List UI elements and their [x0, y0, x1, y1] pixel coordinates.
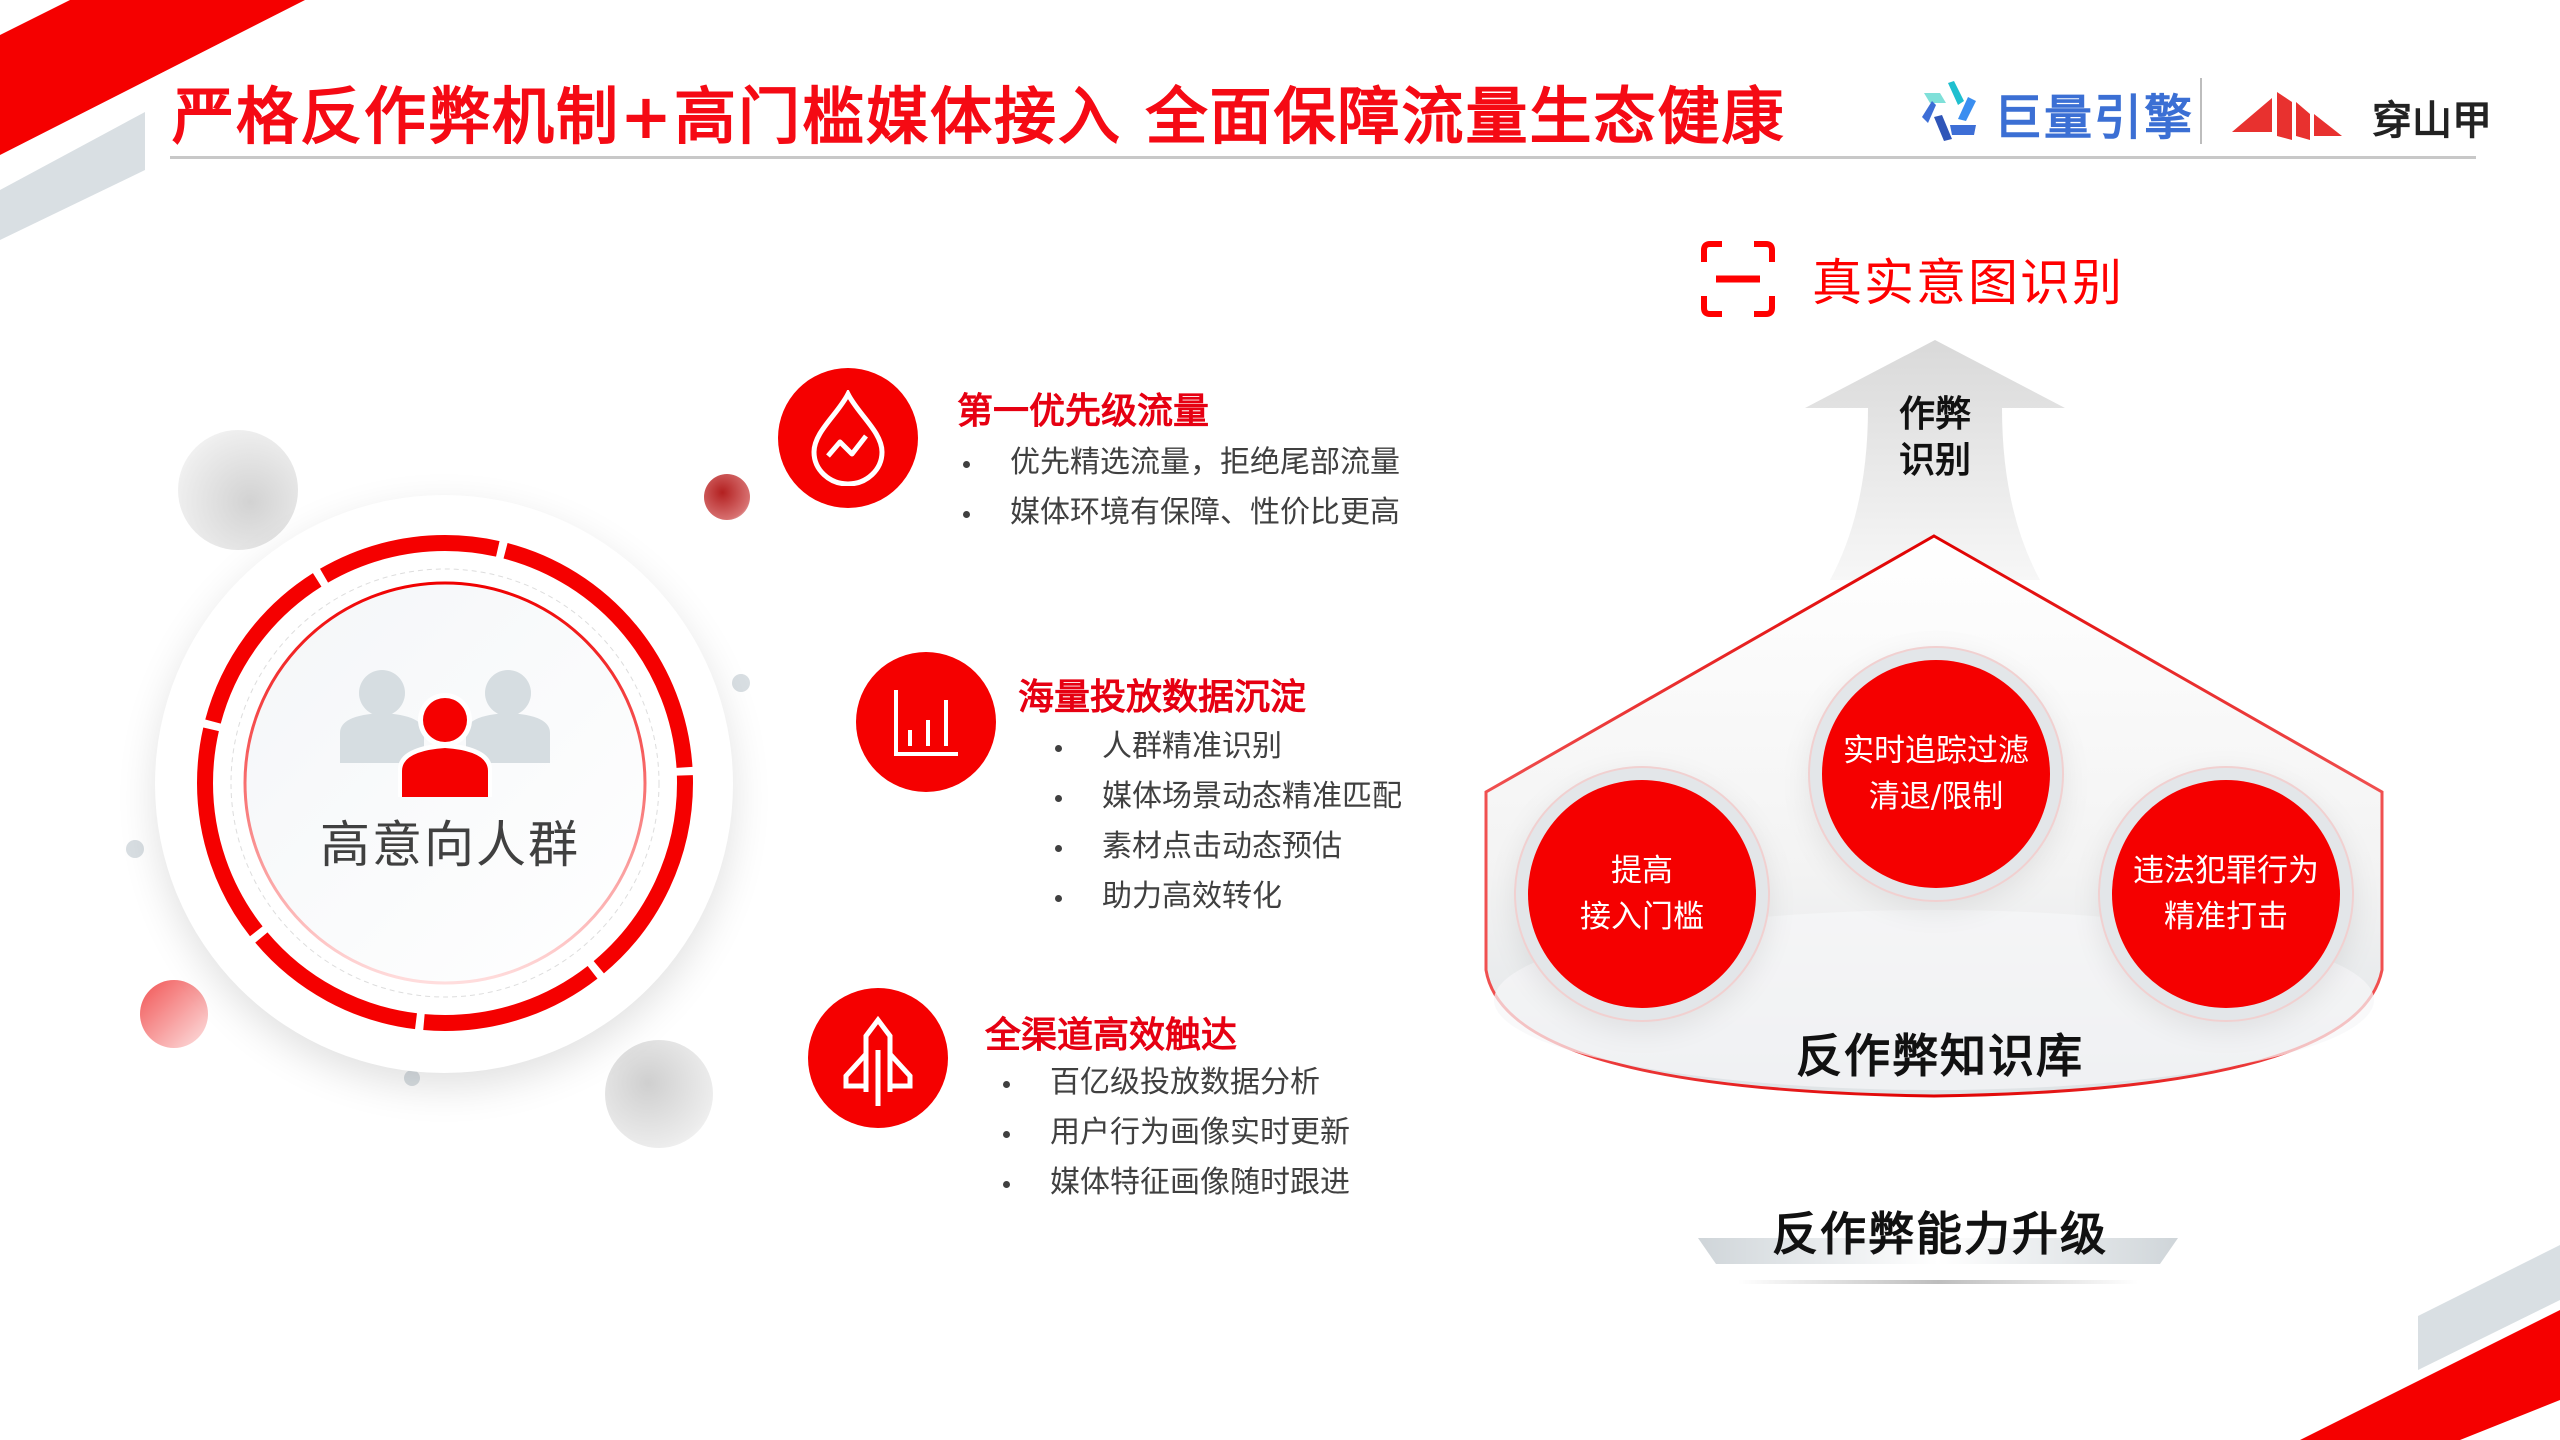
pangle-logo: 穿山甲: [2232, 88, 2492, 146]
decor-bubble-gray-bottom: [605, 1040, 713, 1148]
arrow-label-line: 识别: [1898, 440, 1971, 481]
pangle-logo-text: 穿山甲: [2372, 98, 2492, 144]
feature-list-item: 媒体场景动态精准匹配: [1052, 772, 1402, 822]
feature-list: 百亿级投放数据分析 用户行为画像实时更新 媒体特征画像随时跟进: [1000, 1058, 1350, 1208]
feature-list-item: 百亿级投放数据分析: [1000, 1058, 1350, 1108]
decor-dot-gray: [732, 674, 750, 692]
feature-list-item: 素材点击动态预估: [1052, 822, 1402, 872]
feature-list-item: 人群精准识别: [1052, 722, 1402, 772]
feature-list: 人群精准识别 媒体场景动态精准匹配 素材点击动态预估 助力高效转化: [1052, 722, 1402, 922]
barrier-circle: 提高 接入门槛: [1528, 780, 1756, 1008]
people-group-icon: [340, 665, 550, 799]
upward-arrow: [1790, 340, 2080, 580]
page-title: 严格反作弊机制+高门槛媒体接入 全面保障流量生态健康: [172, 80, 1786, 153]
logo-divider: [2200, 78, 2202, 144]
feature-list-item: 助力高效转化: [1052, 872, 1402, 922]
feature-title: 第一优先级流量: [957, 391, 1210, 432]
decor-bubble-red-small: [704, 474, 750, 520]
audience-hub-label: 高意向人群: [320, 816, 580, 874]
circle-text-line: 实时追踪过滤: [1843, 733, 2029, 769]
feature-icon-circle: [808, 988, 948, 1128]
decor-dot-gray: [126, 840, 144, 858]
water-drop-trend-icon: [811, 390, 885, 486]
feature-title: 海量投放数据沉淀: [1018, 677, 1307, 718]
top-left-decoration: [0, 0, 320, 260]
bottom-right-decoration: [2260, 1190, 2560, 1440]
circle-text-line: 提高: [1611, 853, 1673, 889]
anti-cheat-upgrade-label: 反作弊能力升级: [1772, 1207, 2108, 1261]
upgrade-banner: [1698, 1236, 2178, 1296]
feature-list: 优先精选流量，拒绝尾部流量 媒体环境有保障、性价比更高: [960, 438, 1400, 538]
feature-icon-circle: [778, 368, 918, 508]
knowledge-base-label: 反作弊知识库: [1796, 1029, 2084, 1083]
circle-text-line: 精准打击: [2164, 899, 2288, 935]
decor-dot-gray: [404, 1070, 420, 1086]
pangle-logo-icon: [2232, 92, 2342, 140]
feature-icon-circle: [856, 652, 996, 792]
ocean-engine-logo-text: 巨量引擎: [1994, 90, 2195, 146]
ocean-engine-logo-icon: [1922, 81, 1976, 141]
arrow-label-line: 作弊: [1898, 394, 1971, 435]
cheat-detection-label: 作弊 识别: [1880, 392, 1990, 484]
feature-title: 全渠道高效触达: [985, 1015, 1238, 1056]
feature-list-item: 用户行为画像实时更新: [1000, 1108, 1350, 1158]
true-intent-label: 真实意图识别: [1812, 254, 2124, 312]
feature-list-item: 优先精选流量，拒绝尾部流量: [960, 438, 1400, 488]
scan-frame-icon: [1701, 241, 1775, 317]
decor-bubble-red-light: [140, 980, 208, 1048]
ocean-engine-logo: 巨量引擎: [1920, 78, 2194, 148]
circle-text-line: 违法犯罪行为: [2133, 853, 2319, 889]
true-intent-header: 真实意图识别: [1700, 240, 2124, 318]
header-divider: [170, 156, 2476, 159]
circle-text-line: 清退/限制: [1868, 779, 2004, 815]
feature-list-item: 媒体环境有保障、性价比更高: [960, 488, 1400, 538]
bar-chart-icon: [894, 690, 958, 756]
decor-bubble-gray-large: [178, 430, 298, 550]
rocket-icon: [843, 1015, 913, 1106]
circle-text-line: 接入门槛: [1580, 899, 1704, 935]
tracking-circle: 实时追踪过滤 清退/限制: [1822, 660, 2050, 888]
crime-strike-circle: 违法犯罪行为 精准打击: [2112, 780, 2340, 1008]
feature-list-item: 媒体特征画像随时跟进: [1000, 1158, 1350, 1208]
